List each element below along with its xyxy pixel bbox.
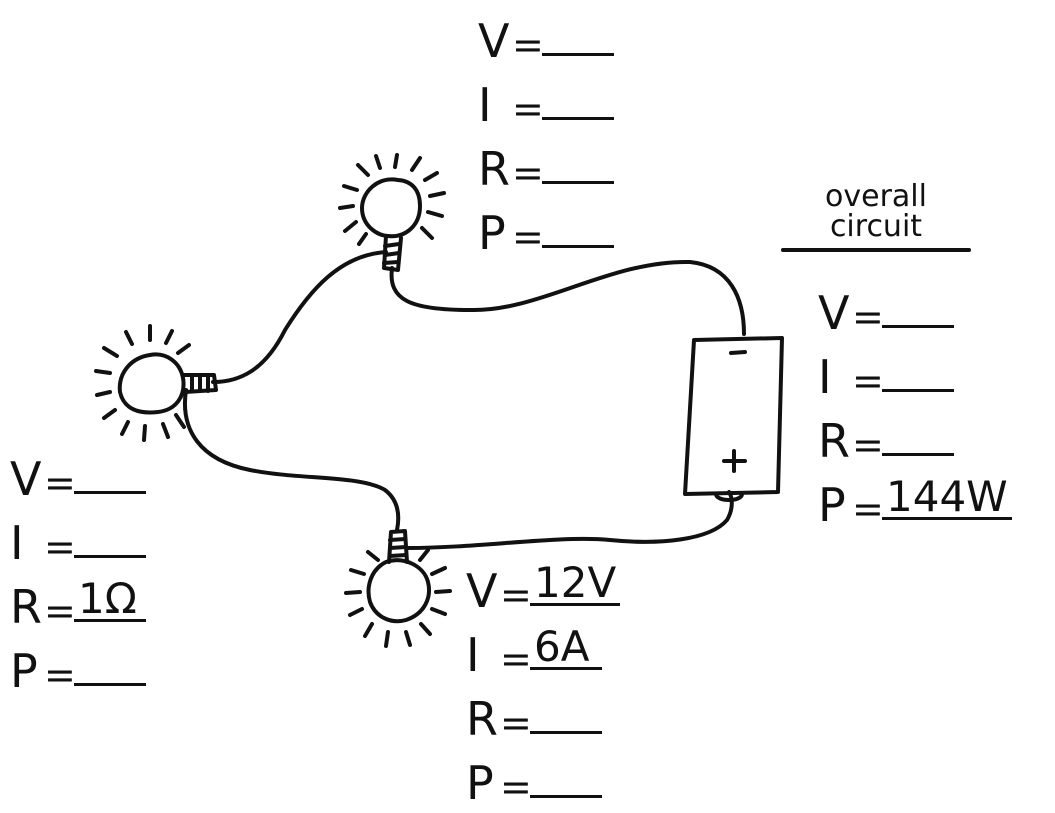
equals-sign: = — [44, 589, 76, 633]
bulb-left-power-value — [74, 644, 146, 686]
equals-sign: = — [500, 701, 532, 745]
overall-power-value: 144W — [882, 476, 1012, 520]
resistance-label: R — [818, 414, 850, 468]
overall-current-row: I = — [818, 336, 1012, 400]
battery-body — [683, 336, 784, 496]
bulb-bottom-labels: V = 12V I = 6A R = P = — [466, 550, 621, 806]
voltage-label: V — [466, 564, 498, 618]
equals-sign: = — [500, 637, 532, 681]
voltage-label: V — [10, 452, 42, 506]
bulb-left-current-value — [74, 516, 146, 558]
current-label: I — [818, 350, 832, 404]
bulb-bottom-power-value — [530, 756, 602, 798]
battery-negative-sign — [729, 350, 747, 355]
bulb-left-resistance-row: R = 1Ω — [10, 566, 146, 630]
wire-left-bulb-to-top-bulb — [211, 250, 388, 384]
bulb-left-voltage-row: V = — [10, 438, 146, 502]
power-label: P — [478, 206, 506, 260]
bulb-bottom-power-row: P = — [466, 742, 620, 806]
wire-left-bulb-to-bottom-bulb — [183, 388, 401, 532]
bulb-bottom-voltage-row: V = 12V — [466, 550, 621, 618]
resistance-label: R — [478, 142, 510, 196]
bulb-bottom-current-value: 6A — [530, 626, 602, 670]
overall-voltage-row: V = — [818, 272, 1012, 336]
bulb-top-labels: V = I = R = P = — [478, 0, 614, 256]
equals-sign: = — [500, 573, 532, 617]
bulb-top-current-value — [542, 78, 614, 120]
equals-sign: = — [512, 87, 544, 131]
equals-sign: = — [852, 487, 884, 531]
resistance-label: R — [10, 580, 42, 634]
equals-sign: = — [44, 653, 76, 697]
equals-sign: = — [44, 525, 76, 569]
bulb-top-power-value — [542, 206, 614, 248]
resistance-label: R — [466, 692, 498, 746]
power-label: P — [10, 644, 38, 698]
overall-title-line2: circuit — [829, 209, 923, 244]
bulb-top-voltage-row: V = — [478, 0, 614, 64]
bulb-left-labels: V = I = R = 1Ω P = — [10, 438, 146, 694]
bulb-bottom-current-row: I = 6A — [466, 614, 620, 678]
wire-top-bulb-to-battery-negative — [389, 259, 746, 336]
bulb-bottom-resistance-value — [530, 692, 602, 734]
wire-bottom-bulb-to-battery-positive — [406, 490, 734, 550]
bulb-left-voltage-value — [74, 452, 146, 494]
bulb-bottom-voltage-value: 12V — [530, 562, 621, 606]
bulb-left-current-row: I = — [10, 502, 146, 566]
equals-sign: = — [852, 295, 884, 339]
overall-title-line1: overall — [825, 179, 927, 214]
bulb-top-current-row: I = — [478, 64, 614, 128]
bulb-bottom-glass — [366, 558, 431, 624]
overall-power-row: P = 144W — [818, 464, 1012, 528]
bulb-bottom-resistance-row: R = — [466, 678, 620, 742]
overall-labels: V = I = R = P = 144W — [818, 272, 1012, 528]
equals-sign: = — [852, 423, 884, 467]
bulb-bottom-glow-lines — [344, 548, 452, 648]
equals-sign: = — [512, 151, 544, 195]
bulb-top-glow-lines — [338, 153, 446, 246]
voltage-label: V — [818, 286, 850, 340]
battery — [683, 336, 784, 502]
equals-sign: = — [500, 765, 532, 809]
overall-resistance-row: R = — [818, 400, 1012, 464]
bulb-left-glass — [117, 352, 186, 415]
equals-sign: = — [512, 23, 544, 67]
current-label: I — [10, 516, 24, 570]
overall-title-underline — [781, 248, 971, 252]
voltage-label: V — [478, 14, 510, 68]
overall-current-value — [882, 350, 954, 392]
bulb-bottom — [344, 529, 452, 648]
power-label: P — [466, 756, 494, 810]
bulb-top — [338, 153, 446, 272]
overall-circuit-title: overall circuit — [776, 182, 976, 252]
battery-positive-terminal — [714, 492, 744, 502]
bulb-left — [94, 324, 218, 442]
overall-resistance-value — [882, 414, 954, 456]
overall-voltage-value — [882, 286, 954, 328]
equals-sign: = — [44, 461, 76, 505]
bulb-left-resistance-value: 1Ω — [74, 578, 146, 622]
bulb-top-voltage-value — [542, 14, 614, 56]
bulb-left-glow-lines — [94, 324, 191, 442]
bulb-top-glass — [360, 177, 422, 239]
power-label: P — [818, 478, 846, 532]
equals-sign: = — [512, 215, 544, 259]
bulb-top-resistance-value — [542, 142, 614, 184]
equals-sign: = — [852, 359, 884, 403]
bulb-top-power-row: P = — [478, 192, 614, 256]
current-label: I — [466, 628, 480, 682]
bulb-top-resistance-row: R = — [478, 128, 614, 192]
bulb-left-power-row: P = — [10, 630, 146, 694]
current-label: I — [478, 78, 492, 132]
